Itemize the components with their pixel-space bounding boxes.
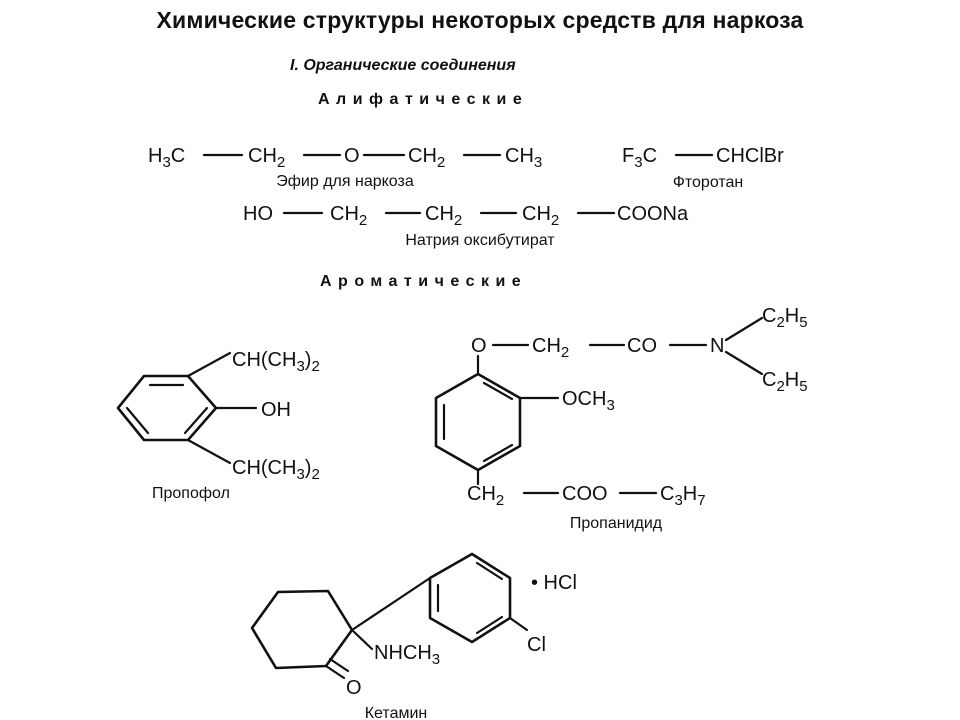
ketamine-name: Кетамин [365, 705, 428, 720]
oxybutyrate-ch2b: CH2 [425, 203, 462, 229]
ether-h3c: H3C [148, 145, 185, 171]
page-title: Химические структуры некоторых средств д… [156, 7, 803, 33]
section-aromatic: Ароматические [320, 273, 527, 290]
carbonyl-bond [324, 664, 346, 680]
propanidid-co: CO [627, 335, 657, 357]
ketamine-chlorine: Cl [527, 634, 546, 656]
propanidid-ethyl-1: C2H5 [762, 305, 808, 331]
carbonyl-bond [328, 657, 350, 673]
propanidid-nitrogen: N [710, 335, 724, 357]
propanidid-ch2: CH2 [532, 335, 569, 361]
ether-ch2b: CH2 [408, 145, 445, 171]
propofol-bottom-substituent: CH(CH3)2 [232, 457, 320, 483]
oxybutyrate-structure: HO CH2 CH2 CH2 COONa Натрия оксибутират [243, 203, 689, 249]
ring-double-bond [482, 381, 514, 401]
ether-ch2: CH2 [248, 145, 285, 171]
propanidid-c3h7: C3H7 [660, 483, 706, 509]
section-aliphatic: Алифатические [318, 91, 528, 108]
propofol-structure: CH(CH3)2 OH CH(CH3)2 Пропофол [116, 349, 320, 502]
bond [350, 576, 432, 632]
bond [724, 350, 764, 376]
ether-name: Эфир для наркоза [276, 173, 414, 190]
halothane-name: Фторотан [673, 174, 744, 191]
ring-double-bond [475, 561, 504, 581]
ether-oxygen: O [344, 145, 360, 167]
benzene-ring [428, 552, 512, 644]
ring-double-bond [475, 615, 504, 635]
halothane-structure: F3C CHClBr Фторотан [622, 145, 784, 191]
propanidid-oxygen: O [471, 335, 487, 357]
bond [724, 316, 764, 342]
propofol-top-substituent: CH(CH3)2 [232, 349, 320, 375]
oxybutyrate-ch2a: CH2 [330, 203, 367, 229]
oxybutyrate-coona: COONa [617, 203, 689, 225]
ketamine-hcl: • HCl [531, 572, 577, 594]
propanidid-coo: COO [562, 483, 608, 505]
propanidid-name: Пропанидид [570, 515, 663, 532]
oxybutyrate-ch2c: CH2 [522, 203, 559, 229]
ketamine-structure: • HCl Cl NHCH3 O Кетамин [250, 552, 577, 720]
bond [186, 438, 232, 465]
propanidid-ch2b: CH2 [467, 483, 504, 509]
bond [186, 351, 232, 378]
oxybutyrate-ho: HO [243, 203, 273, 225]
oxybutyrate-name: Натрия оксибутират [405, 232, 555, 249]
halothane-f3c: F3C [622, 145, 657, 171]
ring-double-bond [183, 406, 209, 435]
propanidid-structure: O CH2 CO N C2H5 C2H5 OCH3 CH2 COO C3H7 П… [434, 305, 808, 532]
bond [350, 628, 374, 651]
bond [508, 616, 529, 632]
cyclohexane-ring [250, 589, 354, 670]
ether-structure: H3C CH2 O CH2 CH3 Эфир для наркоза [148, 145, 542, 190]
halothane-chclbr: CHClBr [716, 145, 784, 167]
propofol-name: Пропофол [152, 485, 230, 502]
ether-ch3: CH3 [505, 145, 542, 171]
ketamine-nhch3: NHCH3 [374, 642, 440, 668]
propanidid-och3: OCH3 [562, 388, 615, 414]
ring-double-bond [482, 443, 514, 463]
ketamine-oxygen: O [346, 677, 362, 699]
subtitle: I. Органические соединения [290, 57, 516, 74]
propanidid-ethyl-2: C2H5 [762, 369, 808, 395]
ring-double-bond [125, 406, 150, 435]
benzene-ring [434, 372, 522, 472]
propofol-oh: OH [261, 399, 291, 421]
